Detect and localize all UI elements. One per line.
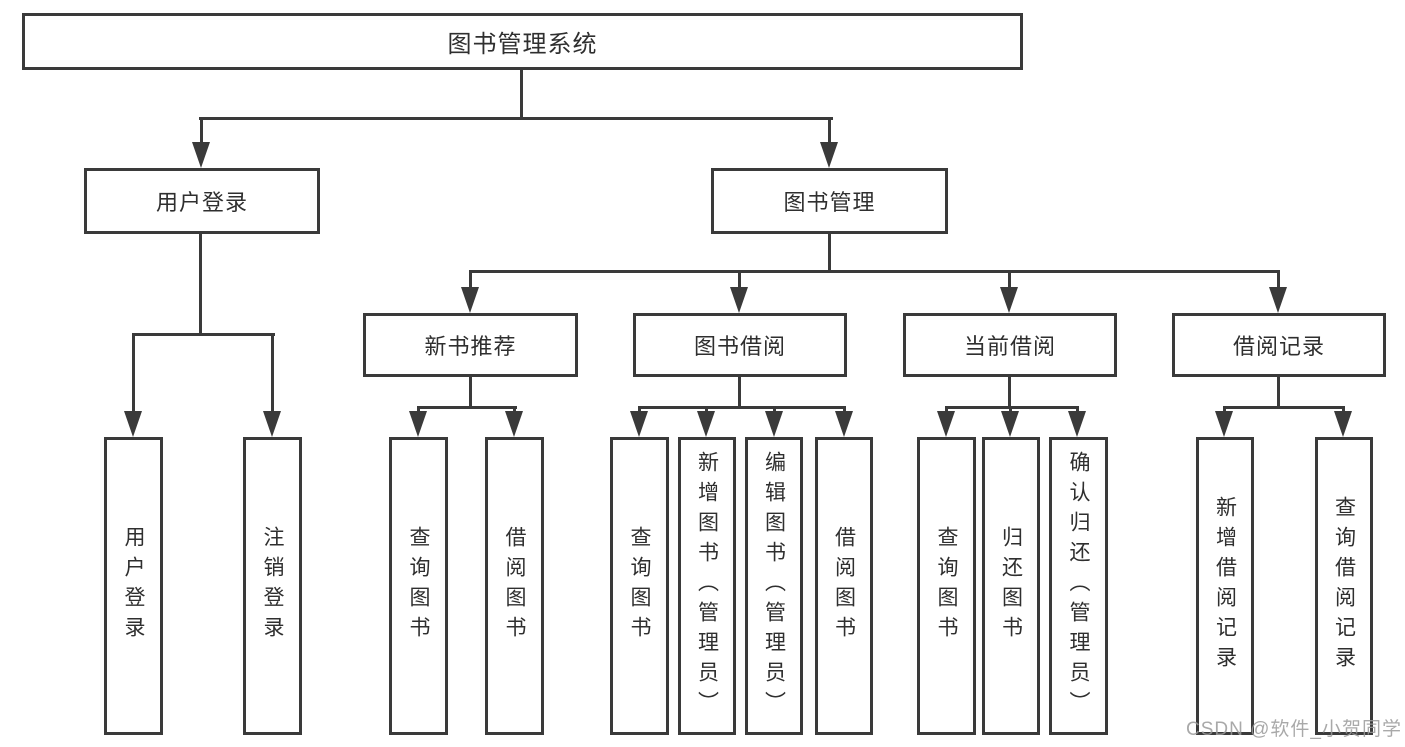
arrowhead-down-icon bbox=[1334, 411, 1352, 437]
leaf-label: 查询图书 bbox=[407, 526, 430, 646]
arrowhead-down-icon bbox=[820, 142, 838, 168]
leaf-add-book-admin: 新增图书（管理员） bbox=[678, 437, 736, 735]
node-user-login: 用户登录 bbox=[84, 168, 320, 234]
node-book-management: 图书管理 bbox=[711, 168, 948, 234]
leaf-edit-book-admin: 编辑图书（管理员） bbox=[745, 437, 803, 735]
leaf-query-books-recommend: 查询图书 bbox=[389, 437, 448, 735]
connector-line bbox=[199, 117, 833, 120]
leaf-borrow-books-recommend: 借阅图书 bbox=[485, 437, 544, 735]
leaf-return-books: 归还图书 bbox=[982, 437, 1040, 735]
connector-line bbox=[1277, 270, 1280, 292]
arrowhead-down-icon bbox=[1001, 411, 1019, 437]
connector-line bbox=[1008, 270, 1011, 292]
leaf-confirm-return-admin: 确认归还（管理员） bbox=[1049, 437, 1108, 735]
arrowhead-down-icon bbox=[765, 411, 783, 437]
arrowhead-down-icon bbox=[937, 411, 955, 437]
node-label: 图书管理 bbox=[783, 190, 876, 215]
leaf-user-login: 用户登录 bbox=[104, 437, 163, 735]
connector-line bbox=[469, 270, 1280, 273]
connector-line bbox=[199, 232, 202, 336]
arrowhead-down-icon bbox=[835, 411, 853, 437]
leaf-add-borrow-record: 新增借阅记录 bbox=[1196, 437, 1254, 735]
node-label: 图书借阅 bbox=[693, 334, 786, 359]
leaf-label: 新增图书（管理员） bbox=[695, 451, 719, 721]
arrowhead-down-icon bbox=[461, 287, 479, 313]
arrowhead-down-icon bbox=[124, 411, 142, 437]
leaf-label: 查询借阅记录 bbox=[1332, 496, 1356, 676]
arrowhead-down-icon bbox=[192, 142, 210, 168]
arrowhead-down-icon bbox=[1000, 287, 1018, 313]
leaf-label: 借阅图书 bbox=[832, 526, 856, 646]
node-current-borrowing: 当前借阅 bbox=[903, 313, 1117, 377]
node-book-borrowing: 图书借阅 bbox=[633, 313, 847, 377]
arrowhead-down-icon bbox=[697, 411, 715, 437]
connector-line bbox=[200, 117, 203, 149]
node-borrowing-records: 借阅记录 bbox=[1172, 313, 1386, 377]
leaf-label: 编辑图书（管理员） bbox=[762, 451, 786, 721]
connector-line bbox=[738, 270, 741, 292]
connector-line bbox=[1223, 406, 1344, 409]
arrowhead-down-icon bbox=[1068, 411, 1086, 437]
arrowhead-down-icon bbox=[505, 411, 523, 437]
leaf-label: 新增借阅记录 bbox=[1213, 496, 1237, 676]
arrowhead-down-icon bbox=[730, 287, 748, 313]
node-new-book-recommendation: 新书推荐 bbox=[363, 313, 578, 377]
arrowhead-down-icon bbox=[1215, 411, 1233, 437]
connector-line bbox=[828, 232, 831, 273]
leaf-borrow-books: 借阅图书 bbox=[815, 437, 873, 735]
leaf-label: 借阅图书 bbox=[503, 526, 526, 646]
node-library-management-system: 图书管理系统 bbox=[22, 13, 1023, 70]
node-label: 图书管理系统 bbox=[447, 31, 598, 58]
leaf-label: 用户登录 bbox=[122, 526, 145, 646]
leaf-label: 查询图书 bbox=[935, 526, 958, 646]
connector-line bbox=[638, 406, 846, 409]
connector-line bbox=[469, 375, 472, 409]
connector-line bbox=[132, 333, 275, 336]
connector-line bbox=[738, 375, 741, 409]
leaf-query-books-borrow: 查询图书 bbox=[610, 437, 669, 735]
leaf-label: 查询图书 bbox=[628, 526, 651, 646]
arrowhead-down-icon bbox=[1269, 287, 1287, 313]
leaf-query-borrow-record: 查询借阅记录 bbox=[1315, 437, 1373, 735]
leaf-label: 注销登录 bbox=[261, 526, 284, 646]
leaf-query-books-current: 查询图书 bbox=[917, 437, 976, 735]
node-label: 新书推荐 bbox=[424, 334, 517, 359]
connector-line bbox=[469, 270, 472, 292]
arrowhead-down-icon bbox=[630, 411, 648, 437]
connector-line bbox=[945, 406, 1079, 409]
arrowhead-down-icon bbox=[263, 411, 281, 437]
connector-line bbox=[132, 333, 135, 415]
arrowhead-down-icon bbox=[409, 411, 427, 437]
connector-line bbox=[520, 68, 523, 120]
connector-line bbox=[1008, 375, 1011, 409]
connector-line bbox=[1277, 375, 1280, 409]
csdn-watermark: CSDN @软件_小贺同学 bbox=[1186, 719, 1402, 740]
connector-line bbox=[271, 333, 274, 415]
leaf-label: 归还图书 bbox=[999, 526, 1023, 646]
leaf-logout: 注销登录 bbox=[243, 437, 302, 735]
node-label: 用户登录 bbox=[155, 190, 248, 215]
leaf-label: 确认归还（管理员） bbox=[1067, 451, 1090, 721]
node-label: 借阅记录 bbox=[1232, 334, 1325, 359]
connector-line bbox=[828, 117, 831, 149]
connector-line bbox=[417, 406, 517, 409]
node-label: 当前借阅 bbox=[963, 334, 1056, 359]
